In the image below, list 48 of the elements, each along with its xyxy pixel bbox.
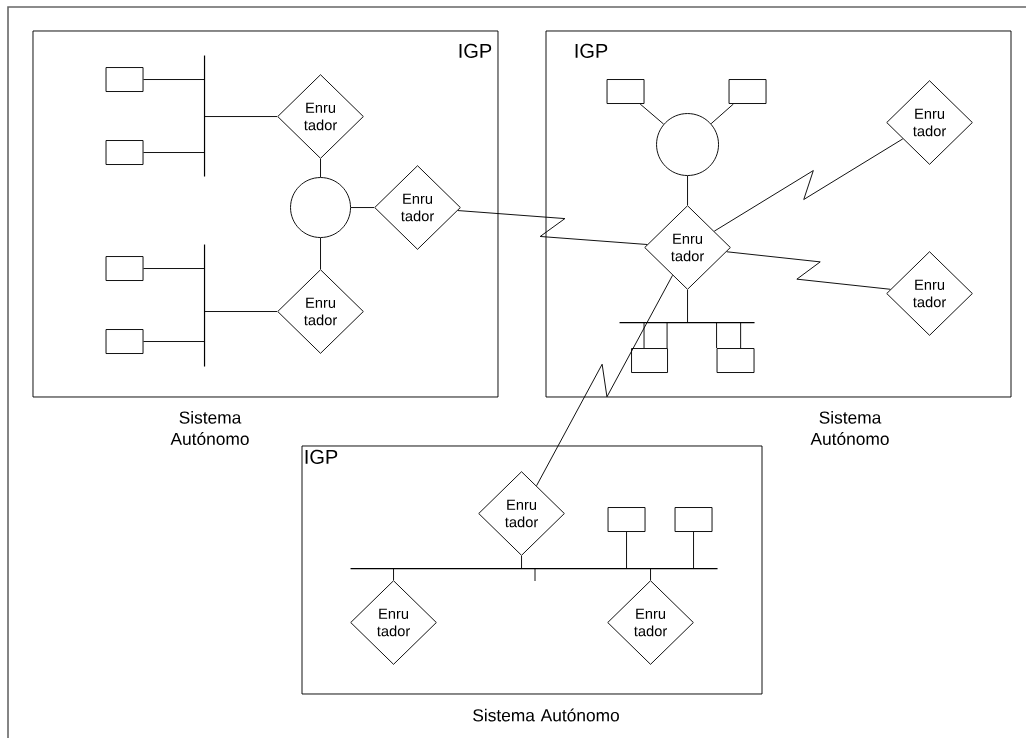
host-box: [674, 507, 713, 532]
connector-line: [666, 322, 668, 349]
connector-line: [393, 568, 394, 581]
connector-line: [626, 531, 627, 569]
bus-line: [350, 567, 718, 582]
connector-line: [639, 103, 665, 125]
connector-line: [650, 568, 651, 581]
connector-line: [710, 103, 734, 125]
connector-line: [143, 341, 205, 342]
link-line: [457, 210, 648, 245]
connector-line: [143, 268, 205, 269]
connector-line: [204, 116, 278, 117]
bus-line: [619, 321, 755, 324]
hub-circle: [656, 113, 719, 176]
link-line: [713, 138, 904, 232]
connector-line: [521, 555, 522, 569]
host-box: [606, 79, 645, 104]
hub-circle: [290, 177, 351, 238]
area-caption: Sistema Autónomo: [473, 708, 619, 722]
connector-line: [740, 322, 742, 349]
host-box: [105, 329, 144, 354]
connector-line: [716, 322, 718, 349]
host-box: [716, 348, 755, 373]
connector-line: [350, 207, 375, 208]
host-box: [105, 256, 144, 281]
host-box: [631, 348, 668, 373]
connector-line: [687, 289, 688, 323]
area-heading: IGP: [459, 43, 492, 58]
area-caption: Sistema Autónomo: [170, 410, 249, 445]
connector-line: [687, 175, 688, 206]
link-line: [536, 274, 673, 487]
connector-line: [143, 79, 205, 80]
connector-line: [143, 152, 205, 153]
host-box: [105, 67, 144, 92]
connector-line: [320, 158, 321, 178]
connector-line: [204, 311, 278, 312]
bus-line: [203, 244, 206, 367]
connector-line: [693, 531, 694, 569]
link-line: [726, 251, 891, 290]
bus-line: [203, 55, 206, 177]
area-caption: Sistema Autónomo: [810, 410, 889, 445]
host-box: [607, 507, 646, 532]
connector-line: [320, 237, 321, 270]
host-box: [105, 140, 144, 165]
connector-line: [643, 322, 645, 349]
host-box: [728, 79, 767, 104]
area-heading: IGP: [575, 43, 608, 58]
area-heading: IGP: [305, 449, 338, 464]
